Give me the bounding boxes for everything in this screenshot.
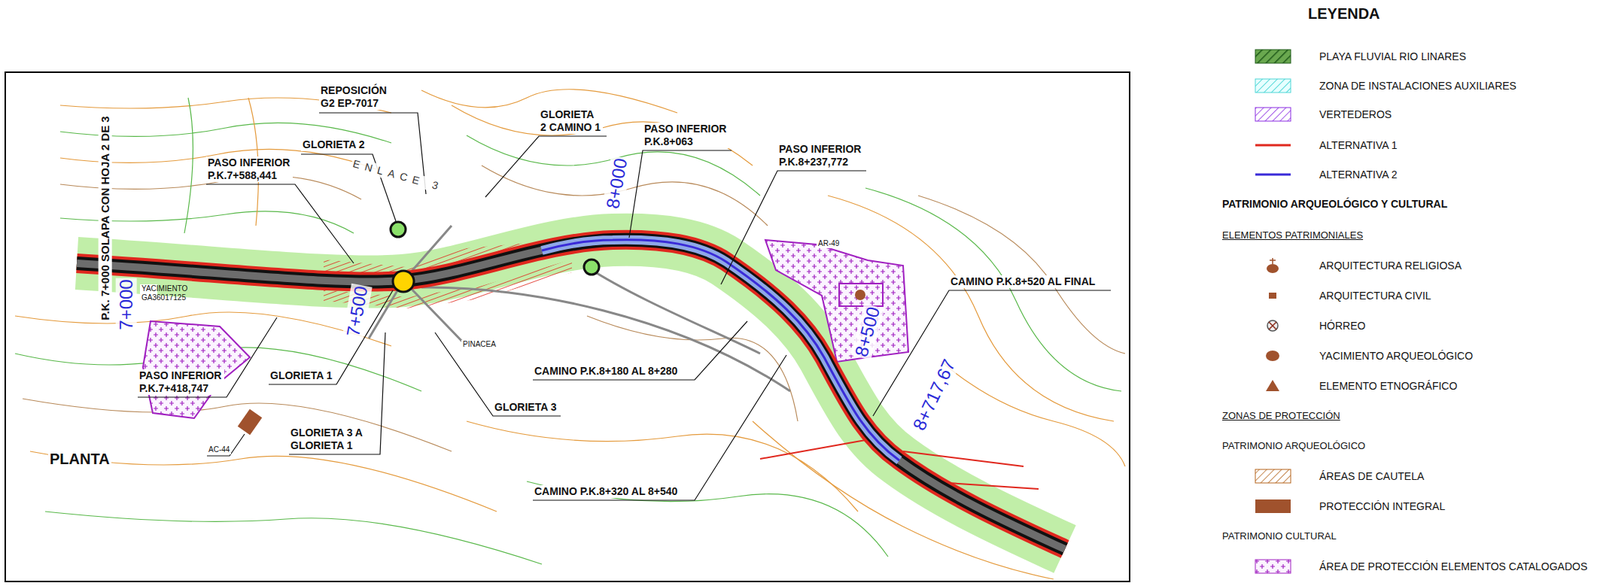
contour xyxy=(752,421,1054,580)
contour xyxy=(451,105,753,166)
legend-sample xyxy=(1268,322,1277,330)
callout-label: GLORIETA 3 A GLORIETA 1 xyxy=(288,426,366,453)
title-label: LEYENDA xyxy=(1306,4,1382,23)
legend-sample xyxy=(1255,79,1291,93)
legend-subheading: ZONAS DE PROTECCIÓN xyxy=(1220,410,1342,423)
leader-line xyxy=(137,317,277,398)
chainage-label: 8+717,67 xyxy=(907,355,961,436)
leader-line xyxy=(629,150,732,238)
legend-text: ZONA DE INSTALACIONES AUXILIARES xyxy=(1319,79,1517,93)
legend-text: ÁREA DE PROTECCIÓN ELEMENTOS CATALOGADOS xyxy=(1319,560,1588,574)
chainage-label: 8+000 xyxy=(602,155,633,212)
legend-text: VERTEDEROS xyxy=(1319,108,1392,122)
legend-text: ELEMENTO ETNOGRÁFICO xyxy=(1319,380,1458,393)
leader-line xyxy=(532,355,787,501)
terrain xyxy=(15,89,1126,580)
chainage-label: 7+000 xyxy=(115,277,137,332)
legend-text: ALTERNATIVA 1 xyxy=(1319,139,1397,153)
legend-sample xyxy=(1255,144,1291,147)
legend-sample xyxy=(1255,469,1291,484)
green-band xyxy=(76,240,1065,550)
chainage-label: 7+500 xyxy=(342,282,373,340)
callout-label: REPOSICIÓN G2 EP-7017 xyxy=(319,84,382,110)
legend-subheading: PATRIMONIO CULTURAL xyxy=(1220,530,1339,543)
callout-label: GLORIETA 3 xyxy=(492,401,558,414)
title-label: PLANTA xyxy=(48,450,112,469)
site-label: AC-44 xyxy=(206,445,232,455)
legend-text: HÓRREO xyxy=(1319,319,1366,333)
legend-samples xyxy=(1255,49,1291,574)
chainage-label: 8+500 xyxy=(850,303,886,361)
leader-line xyxy=(873,290,1111,417)
contour xyxy=(22,398,452,452)
callout-label: PASO INFERIOR P.K.8+237,772 xyxy=(777,142,864,169)
leader-line xyxy=(485,136,607,198)
callout-label: GLORIETA 1 xyxy=(268,369,334,383)
road-surface xyxy=(76,240,1065,550)
leader-line xyxy=(532,321,748,381)
protected-area xyxy=(839,283,883,307)
contour xyxy=(827,195,1114,422)
alternativa-2-road xyxy=(541,240,900,461)
leader-line xyxy=(206,184,354,264)
contour xyxy=(526,481,889,557)
contour xyxy=(45,511,542,565)
legend-text: PLAYA FLUVIAL RIO LINARES xyxy=(1319,50,1467,64)
road-edge xyxy=(76,240,1065,550)
callout-label: GLORIETA 2 xyxy=(301,138,366,152)
legend-text: ALTERNATIVA 2 xyxy=(1319,168,1397,182)
contour xyxy=(466,421,858,512)
legend-sample xyxy=(1265,380,1280,392)
callout-label: PASO INFERIOR P.K.7+588,441 xyxy=(206,156,293,183)
legend-sample xyxy=(1269,258,1276,265)
legend-sample xyxy=(1255,559,1291,574)
leader-line xyxy=(288,332,386,455)
site-label: PINACEA xyxy=(461,340,498,350)
legend-sample xyxy=(1255,107,1291,122)
legend-sample xyxy=(1267,320,1278,332)
contour xyxy=(940,361,1126,467)
callout-label: PASO INFERIOR P.K.7+418,747 xyxy=(137,369,225,396)
roundabout xyxy=(392,270,414,293)
contour xyxy=(184,97,193,234)
legend-subheading: ELEMENTOS PATRIMONIALES xyxy=(1220,229,1365,242)
protection-integral-area xyxy=(237,409,262,435)
legend-sample xyxy=(1266,264,1279,274)
junction-label: ENLACE 3 xyxy=(349,156,447,194)
legend-text: ARQUITECTURA CIVIL xyxy=(1319,289,1432,303)
callout-label: CAMINO P.K.8+320 AL 8+540 xyxy=(532,485,679,499)
legend-text: YACIMIENTO ARQUEOLÓGICO xyxy=(1319,349,1473,363)
legend-swatch xyxy=(1255,499,1291,514)
legend-subheading: PATRIMONIO ARQUEOLÓGICO xyxy=(1220,440,1367,453)
legend-text: ÁREAS DE CAUTELA xyxy=(1319,470,1424,484)
alternativa-2-band xyxy=(541,240,900,461)
site-label: YACIMIENTO GA36017125 xyxy=(139,284,158,303)
callout-label: GLORIETA 2 CAMINO 1 xyxy=(538,108,603,134)
leader-line xyxy=(206,434,245,457)
legend-sample xyxy=(1255,173,1291,177)
leader-line xyxy=(720,170,867,285)
legend-text: PROTECCIÓN INTEGRAL xyxy=(1319,500,1445,514)
contour xyxy=(918,195,1126,354)
callout-label: PASO INFERIOR P.K.8+063 xyxy=(642,122,729,149)
callout-label: CAMINO P.K.8+180 AL 8+280 xyxy=(532,365,679,378)
roundabout xyxy=(584,259,600,275)
legend-sample xyxy=(1255,49,1291,64)
leader-lines xyxy=(137,112,1111,501)
callout-label: CAMINO P.K.8+520 AL FINAL xyxy=(949,275,1097,289)
legend-heading: PATRIMONIO ARQUEOLÓGICO Y CULTURAL xyxy=(1220,197,1449,211)
yacimiento-symbol xyxy=(854,289,866,301)
legend-sample xyxy=(1268,292,1277,299)
roundabout xyxy=(390,222,406,238)
sheet-note: P.K. 7+000 SOLAPA CON HOJA 2 DE 3 xyxy=(98,114,113,322)
legend-text: ARQUITECTURA RELIGIOSA xyxy=(1319,259,1462,273)
legend-sample xyxy=(1265,350,1280,362)
map-frame xyxy=(5,72,1130,582)
site-label: AR-49 xyxy=(816,239,841,249)
leader-line xyxy=(268,290,393,385)
alternativa-1-road xyxy=(76,240,1065,550)
